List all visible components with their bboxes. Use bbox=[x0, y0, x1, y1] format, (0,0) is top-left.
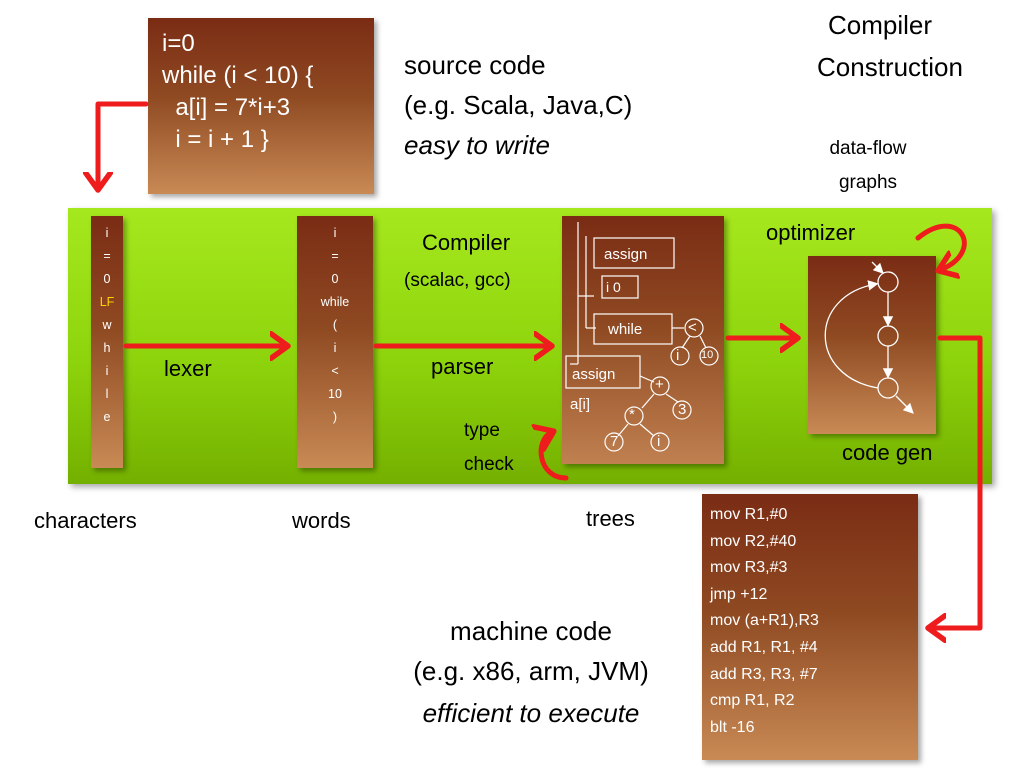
machine-caption-note: efficient to execute bbox=[422, 698, 640, 728]
syntax-tree-graphic bbox=[565, 222, 719, 452]
syntax-tree-box: assign i 0 while < i 10 assign a[i] + 3 … bbox=[562, 216, 724, 464]
tree-seven-node: 7 bbox=[610, 433, 619, 450]
word-token: < bbox=[331, 364, 339, 378]
character-item: i bbox=[105, 364, 109, 378]
tree-i-node: i bbox=[676, 347, 680, 364]
machine-instruction: add R3, R3, #7 bbox=[710, 665, 818, 683]
source-caption-title: source code bbox=[404, 50, 546, 80]
tree-lt-node: < bbox=[688, 319, 697, 336]
dataflow-graph-graphic bbox=[824, 261, 914, 414]
source-line: while (i < 10) { bbox=[162, 62, 314, 89]
character-item: l bbox=[105, 387, 109, 401]
word-token: while bbox=[320, 295, 350, 309]
machine-instruction: mov (a+R1),R3 bbox=[710, 612, 819, 630]
title-line-2: Construction bbox=[817, 52, 963, 82]
optimizer-label: optimizer bbox=[766, 220, 856, 245]
words-column: i = 0 while ( i <10) bbox=[297, 216, 373, 468]
machine-instruction: mov R3,#3 bbox=[710, 559, 788, 577]
compiler-examples-label: (scalac, gcc) bbox=[404, 270, 511, 291]
word-token: 10 bbox=[328, 387, 342, 401]
machine-caption-examples: (e.g. x86, arm, JVM) bbox=[413, 656, 649, 686]
code-gen-label: code gen bbox=[842, 440, 933, 465]
source-line: a[i] = 7*i+3 bbox=[162, 94, 291, 121]
word-token: i bbox=[333, 341, 337, 355]
character-item: e bbox=[103, 410, 111, 424]
tree-while-node: while bbox=[608, 321, 643, 338]
character-item: LF bbox=[99, 295, 115, 309]
words-label: words bbox=[292, 508, 351, 533]
parser-label: parser bbox=[431, 354, 494, 379]
tree-times-node: * bbox=[629, 406, 635, 423]
source-caption-examples: (e.g. Scala, Java,C) bbox=[404, 90, 633, 120]
character-item: w bbox=[102, 318, 112, 332]
tree-assign2-node: assign bbox=[572, 366, 616, 383]
arrow-source-to-characters bbox=[98, 101, 149, 188]
title-line-1: Compiler bbox=[827, 10, 933, 40]
word-token: ( bbox=[332, 318, 338, 332]
machine-code-box: mov R1,#0 mov R2,#40 mov R3,#3 jmp +12 mov (… bbox=[702, 494, 918, 760]
source-line: i=0 bbox=[162, 30, 195, 57]
dataflow-graph-box bbox=[808, 256, 936, 434]
word-token: i bbox=[333, 226, 337, 240]
characters-label: characters bbox=[34, 508, 137, 533]
word-token: = bbox=[331, 249, 339, 263]
lexer-label: lexer bbox=[164, 356, 212, 381]
tree-assign-children: i 0 bbox=[606, 279, 621, 295]
word-token: ) bbox=[332, 410, 338, 424]
dataflow-label-1: data-flow bbox=[829, 138, 907, 159]
tree-assign-node: assign bbox=[604, 246, 648, 263]
character-item: = bbox=[103, 249, 111, 263]
machine-instruction: add R1, R1, #4 bbox=[710, 638, 818, 656]
compiler-label: Compiler bbox=[422, 230, 511, 255]
tree-plus-node: + bbox=[655, 376, 664, 393]
tree-ten-node: 10 bbox=[701, 349, 714, 361]
machine-instruction: mov R2,#40 bbox=[710, 532, 797, 550]
word-token: 0 bbox=[331, 272, 339, 286]
source-caption-note: easy to write bbox=[404, 130, 550, 160]
character-item: h bbox=[103, 341, 111, 355]
dataflow-label-2: graphs bbox=[838, 172, 898, 193]
tree-three-node: 3 bbox=[678, 401, 687, 418]
machine-caption-title: machine code bbox=[450, 616, 612, 646]
source-code-box: i=0 while (i < 10) { a[i] = 7*i+3 i = i … bbox=[148, 18, 374, 194]
character-item: i bbox=[105, 226, 109, 240]
trees-label: trees bbox=[586, 506, 635, 531]
tree-i2-node: i bbox=[657, 433, 661, 450]
machine-instruction: blt -16 bbox=[710, 718, 755, 736]
type-check-label-1: type bbox=[464, 420, 500, 441]
machine-instruction: mov R1,#0 bbox=[710, 506, 788, 523]
type-check-label-2: check bbox=[464, 454, 514, 475]
machine-instruction: cmp R1, R2 bbox=[710, 692, 795, 710]
tree-array-node: a[i] bbox=[570, 396, 591, 413]
machine-instruction: jmp +12 bbox=[710, 585, 768, 603]
character-item: 0 bbox=[103, 272, 111, 286]
source-line: i = i + 1 } bbox=[162, 126, 269, 153]
